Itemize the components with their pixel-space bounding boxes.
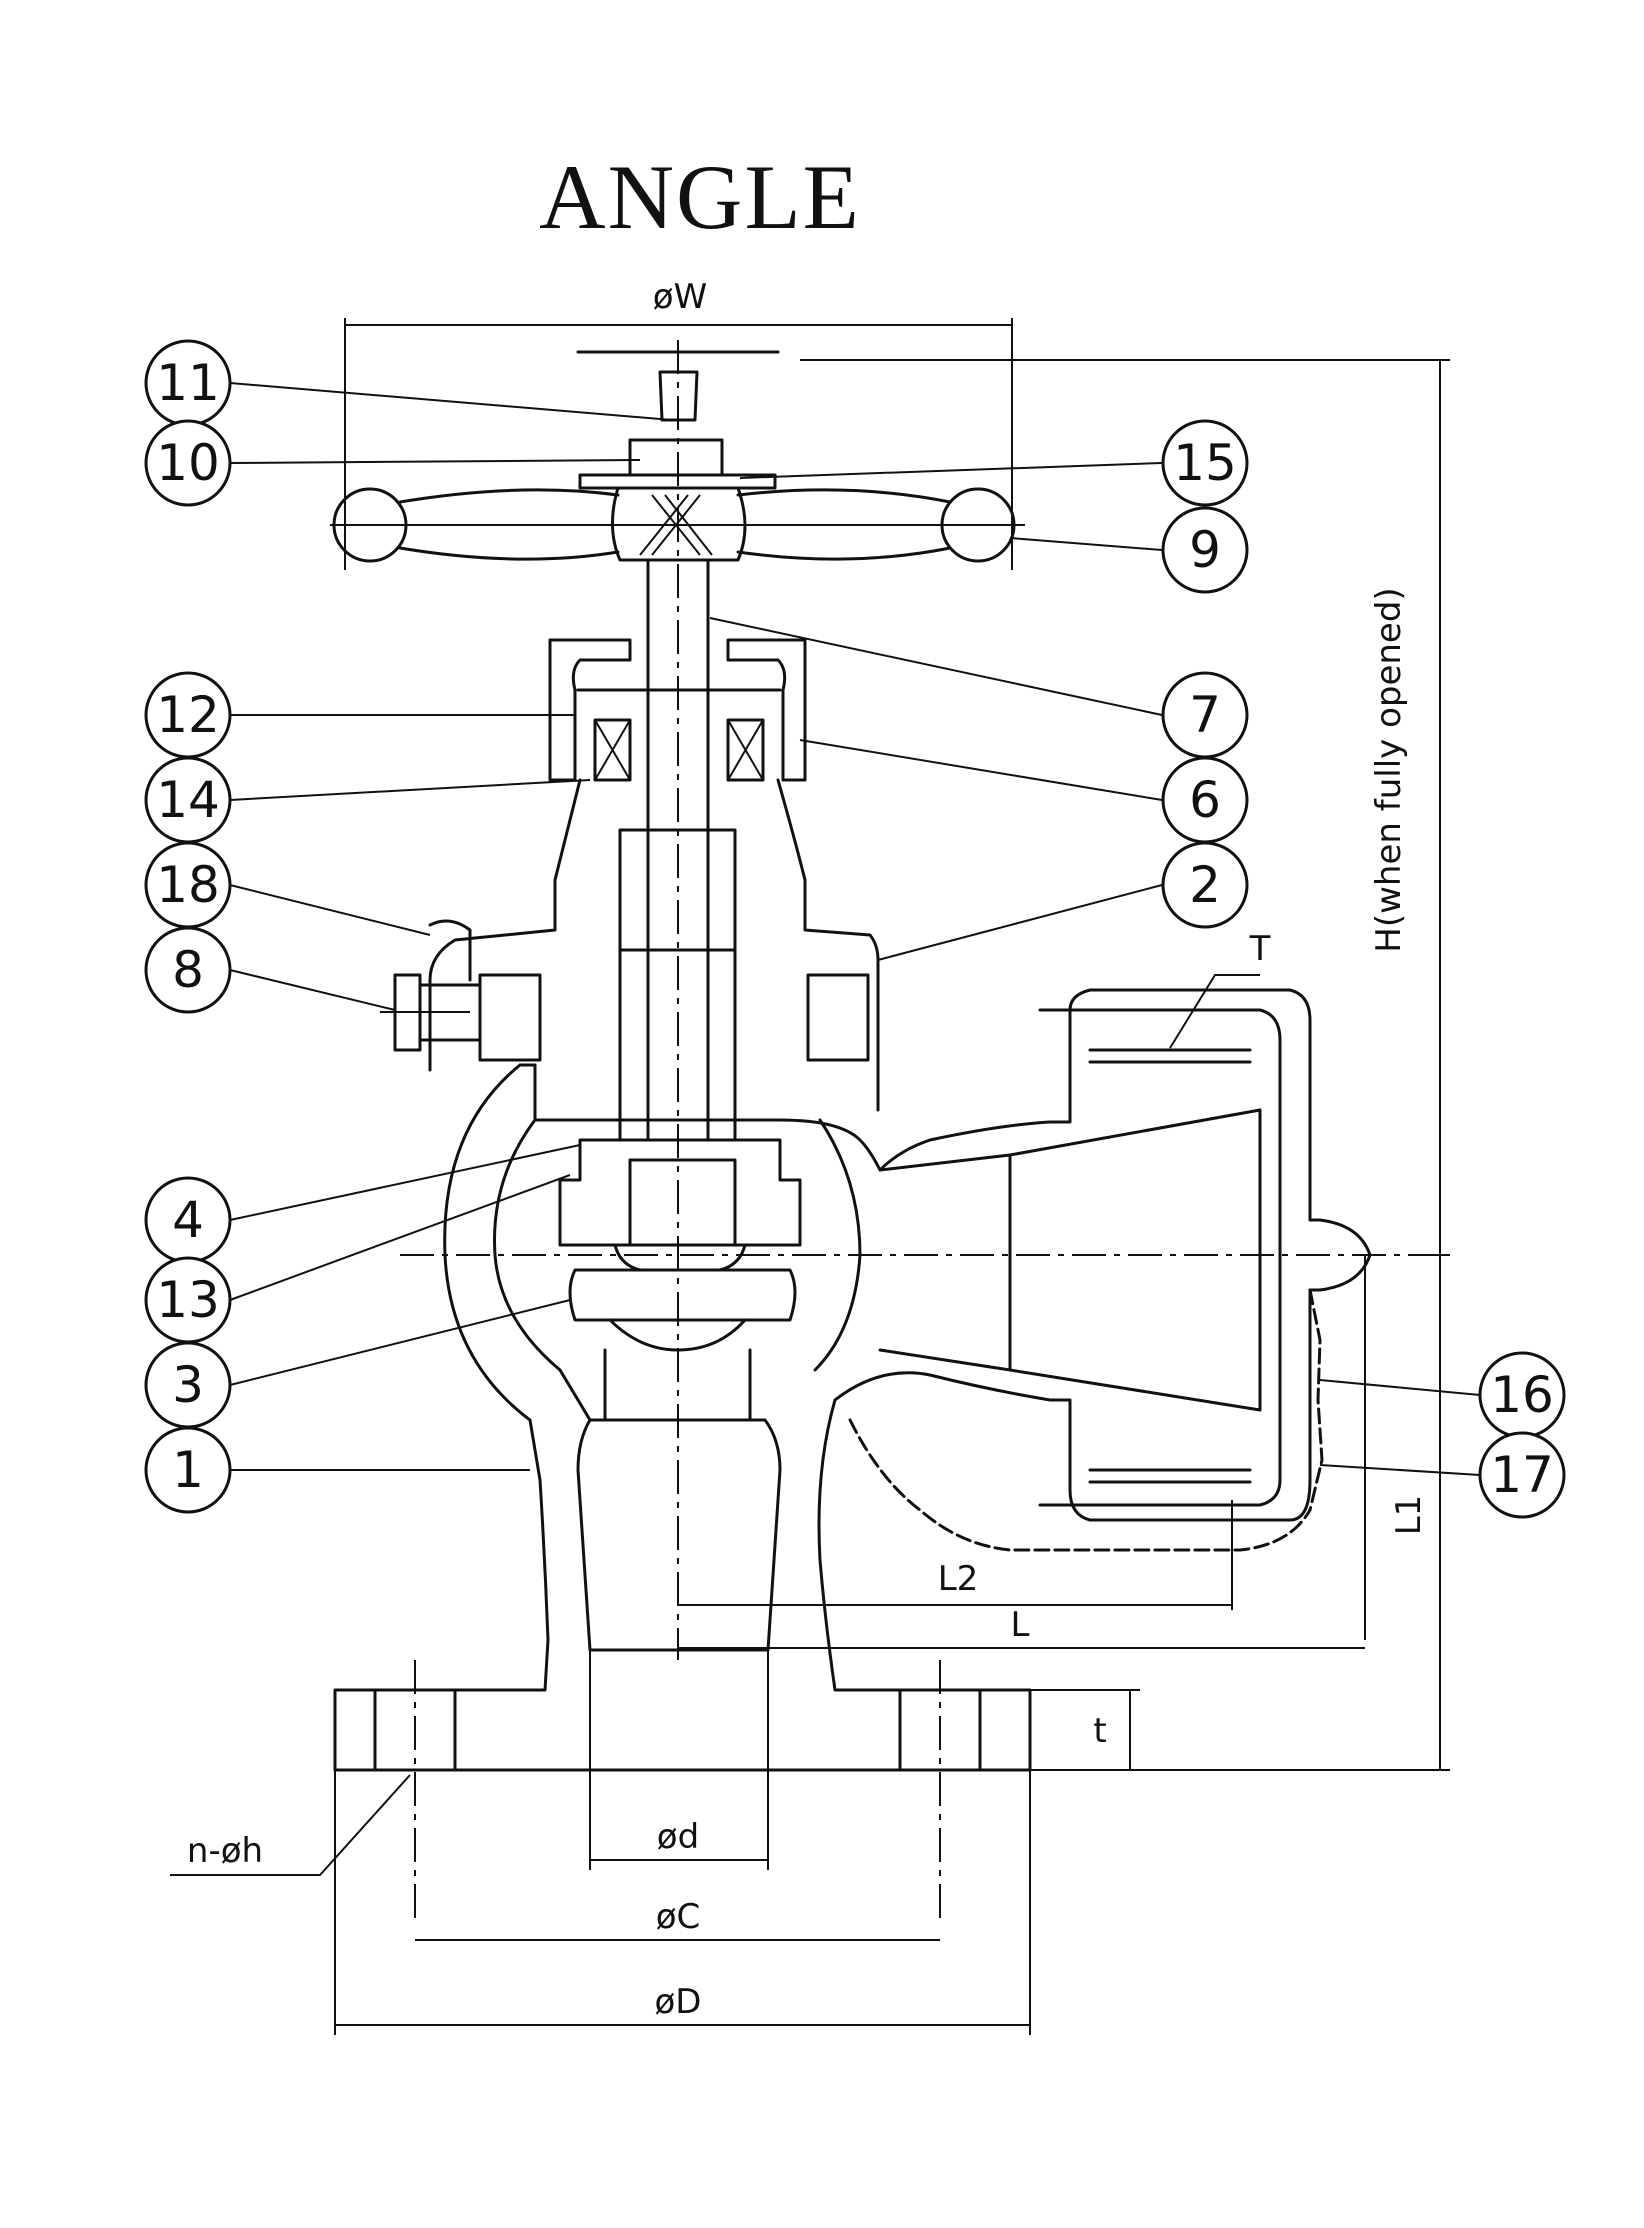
callout-4: 4	[144, 1176, 232, 1264]
dim-l1: L1	[1389, 1495, 1429, 1536]
callout-3: 3	[144, 1341, 232, 1429]
svg-text:13: 13	[156, 1271, 220, 1329]
dim-thread: T	[1249, 929, 1271, 969]
svg-text:11: 11	[156, 354, 220, 412]
callout-7: 7	[1161, 671, 1249, 759]
dim-handwheel-dia: øW	[653, 277, 707, 317]
callout-2: 2	[1161, 841, 1249, 929]
dim-l: L	[1011, 1605, 1030, 1645]
gland	[548, 638, 807, 782]
handwheel	[330, 350, 1025, 563]
stem	[646, 558, 710, 1142]
svg-text:6: 6	[1189, 771, 1221, 829]
callout-15: 15	[1161, 419, 1249, 507]
callout-14: 14	[144, 756, 232, 844]
svg-text:16: 16	[1490, 1366, 1554, 1424]
svg-text:15: 15	[1173, 434, 1237, 492]
callout-9: 9	[1161, 506, 1249, 594]
callout-17: 17	[1478, 1431, 1566, 1519]
dim-t: t	[1093, 1711, 1106, 1751]
callout-8: 8	[144, 926, 232, 1014]
svg-text:18: 18	[156, 856, 220, 914]
leader-lines	[229, 382, 1481, 1476]
callout-11: 11	[144, 339, 232, 427]
svg-text:7: 7	[1189, 686, 1221, 744]
dim-height: H(when fully opened)	[1369, 587, 1409, 952]
svg-text:1: 1	[172, 1441, 204, 1499]
callout-6: 6	[1161, 756, 1249, 844]
dim-pcd: øC	[656, 1897, 701, 1937]
svg-text:17: 17	[1490, 1446, 1554, 1504]
callout-bubbles: 11 10 12 14 18 8 4 13 3 1 15 9 7 6 2 16 …	[144, 339, 1566, 1519]
svg-text:2: 2	[1189, 856, 1221, 914]
svg-text:12: 12	[156, 686, 220, 744]
svg-text:10: 10	[156, 434, 220, 492]
callout-16: 16	[1478, 1351, 1566, 1439]
callout-10: 10	[144, 419, 232, 507]
centerlines	[400, 340, 1440, 1660]
svg-text:14: 14	[156, 771, 220, 829]
callout-12: 12	[144, 671, 232, 759]
callout-18: 18	[144, 841, 232, 929]
dim-bore: ød	[657, 1817, 699, 1857]
svg-text:8: 8	[172, 941, 204, 999]
dim-flange-od: øD	[655, 1982, 702, 2022]
dimension-lines	[170, 318, 1450, 2035]
dim-bolt-holes: n-øh	[187, 1831, 263, 1871]
callout-1: 1	[144, 1426, 232, 1514]
drawing-title: ANGLE	[539, 146, 861, 248]
dimension-labels: øW T L2 L t n-øh ød øC øD L1 H(when full…	[187, 277, 1429, 2022]
callout-13: 13	[144, 1256, 232, 1344]
dim-l2: L2	[938, 1559, 979, 1599]
bonnet	[380, 778, 880, 1142]
svg-text:9: 9	[1189, 521, 1221, 579]
svg-text:3: 3	[172, 1356, 204, 1414]
svg-text:4: 4	[172, 1191, 204, 1249]
valve-body	[333, 988, 1372, 1920]
